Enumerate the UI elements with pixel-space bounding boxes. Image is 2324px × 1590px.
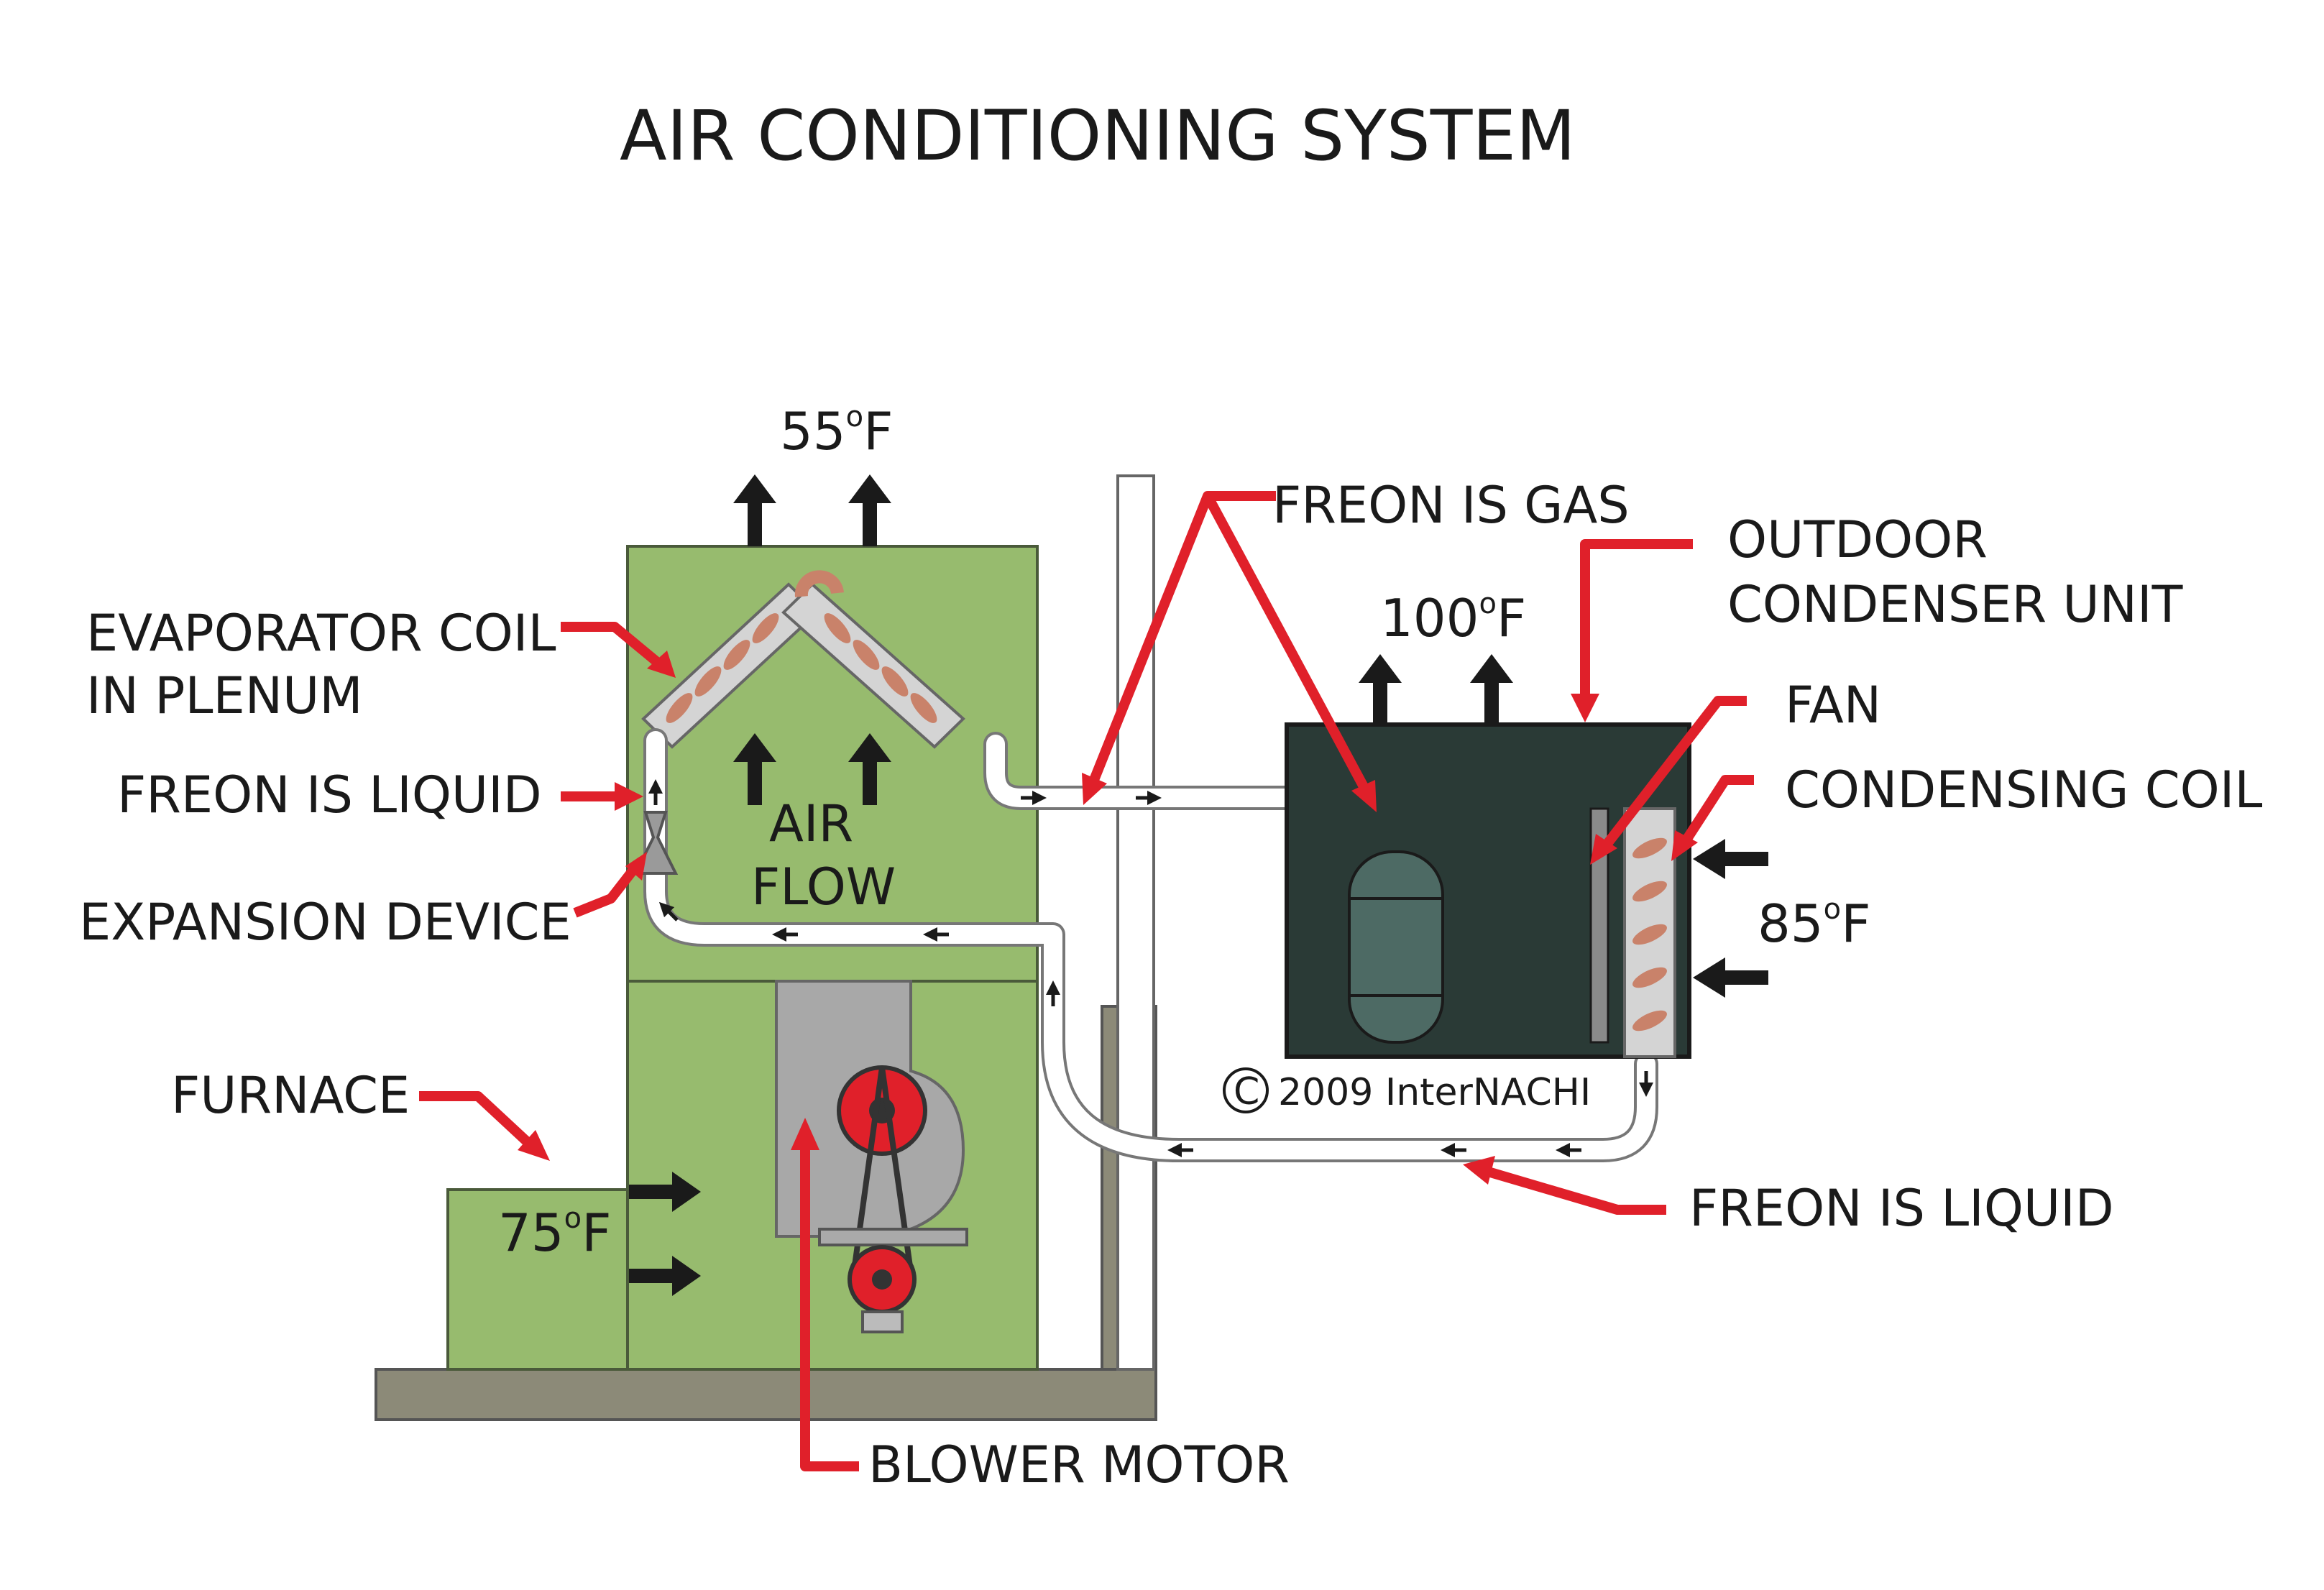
compressor <box>1348 850 1444 1044</box>
air-flow-label-line1: AIR <box>769 794 853 853</box>
return-temp-value: 75 <box>498 1203 564 1263</box>
blower-assembly <box>774 980 968 1333</box>
outdoor-in-temp-unit: F <box>1841 893 1870 954</box>
copyright-text: 2009 InterNACHI <box>1278 1071 1591 1114</box>
evaporator-coil <box>641 570 965 749</box>
freon-liquid-outdoor-callout <box>1487 1167 1666 1215</box>
condensing-coil-label: CONDENSING COIL <box>1785 760 2262 819</box>
condenser-exhaust-arrow-left <box>1359 654 1402 722</box>
condensing-coil <box>1623 807 1676 1058</box>
expansion-callout <box>573 863 640 918</box>
outdoor-unit-label-line2: CONDENSER UNIT <box>1727 575 2183 634</box>
return-temp: 75oF <box>498 1202 612 1263</box>
fan-label: FAN <box>1785 676 1881 735</box>
outdoor-in-temp-value: 85 <box>1758 893 1824 954</box>
return-temp-degree: o <box>564 1202 582 1235</box>
supply-temp-value: 55 <box>780 401 846 461</box>
supply-temp: 55oF <box>780 400 894 461</box>
plenum-air-arrow-left <box>733 733 776 805</box>
motor-mount-plate <box>818 1228 968 1246</box>
outdoor-in-temp: 85oF <box>1758 893 1871 954</box>
freon-liquid-outdoor-label: FREON IS LIQUID <box>1689 1179 2114 1238</box>
copyright-circle <box>1223 1067 1269 1113</box>
condenser-out-temp-unit: F <box>1497 588 1526 648</box>
condenser-out-temp: 100oF <box>1380 587 1526 648</box>
diagram-title: AIR CONDITIONING SYSTEM <box>620 96 1576 176</box>
callout-arrows <box>419 491 1754 1471</box>
exterior-wall <box>1116 474 1155 1371</box>
condenser-out-temp-value: 100 <box>1380 588 1479 648</box>
return-air-arrow-bottom <box>629 1256 701 1296</box>
copyright-symbol: C <box>1234 1070 1259 1113</box>
furnace-return-box <box>446 1188 629 1371</box>
condenser-out-temp-degree: o <box>1479 587 1496 620</box>
evaporator-callout <box>561 622 669 673</box>
freon-gas-label: FREON IS GAS <box>1272 476 1630 535</box>
outdoor-unit-label-line1: OUTDOOR <box>1727 510 1988 569</box>
fan-callout <box>1602 696 1747 848</box>
airflow-arrows <box>629 474 1768 1296</box>
freon-gas-callout-right <box>1203 493 1371 794</box>
evaporator-label-line2: IN PLENUM <box>86 666 363 725</box>
air-flow-label-line2: FLOW <box>751 858 896 916</box>
return-temp-unit: F <box>582 1203 611 1263</box>
condensing-coil-callout <box>1681 775 1754 844</box>
blower-motor-label: BLOWER MOTOR <box>868 1435 1290 1494</box>
supply-air-arrow-right <box>848 474 891 546</box>
expansion-device-label: EXPANSION DEVICE <box>79 893 571 952</box>
supply-temp-unit: F <box>863 401 893 461</box>
outdoor-in-temp-degree: o <box>1824 893 1841 926</box>
supply-air-arrow-left <box>733 474 776 546</box>
evaporator-label-line1: EVAPORATOR COIL <box>86 604 556 663</box>
ground-slab <box>375 1368 1157 1421</box>
blower-motor-callout <box>800 1143 859 1471</box>
condenser-exhaust-arrow-right <box>1470 654 1513 722</box>
outdoor-unit-callout <box>1580 539 1693 701</box>
freon-liquid-indoor-label: FREON IS LIQUID <box>117 766 542 824</box>
furnace-label: FURNACE <box>171 1066 410 1125</box>
outdoor-intake-arrow-top <box>1693 839 1768 879</box>
plenum-air-arrow-right <box>848 733 891 805</box>
outdoor-intake-arrow-bottom <box>1693 957 1768 998</box>
return-air-arrow-top <box>629 1172 701 1212</box>
supply-temp-degree: o <box>846 400 863 433</box>
furnace-callout <box>419 1091 532 1147</box>
